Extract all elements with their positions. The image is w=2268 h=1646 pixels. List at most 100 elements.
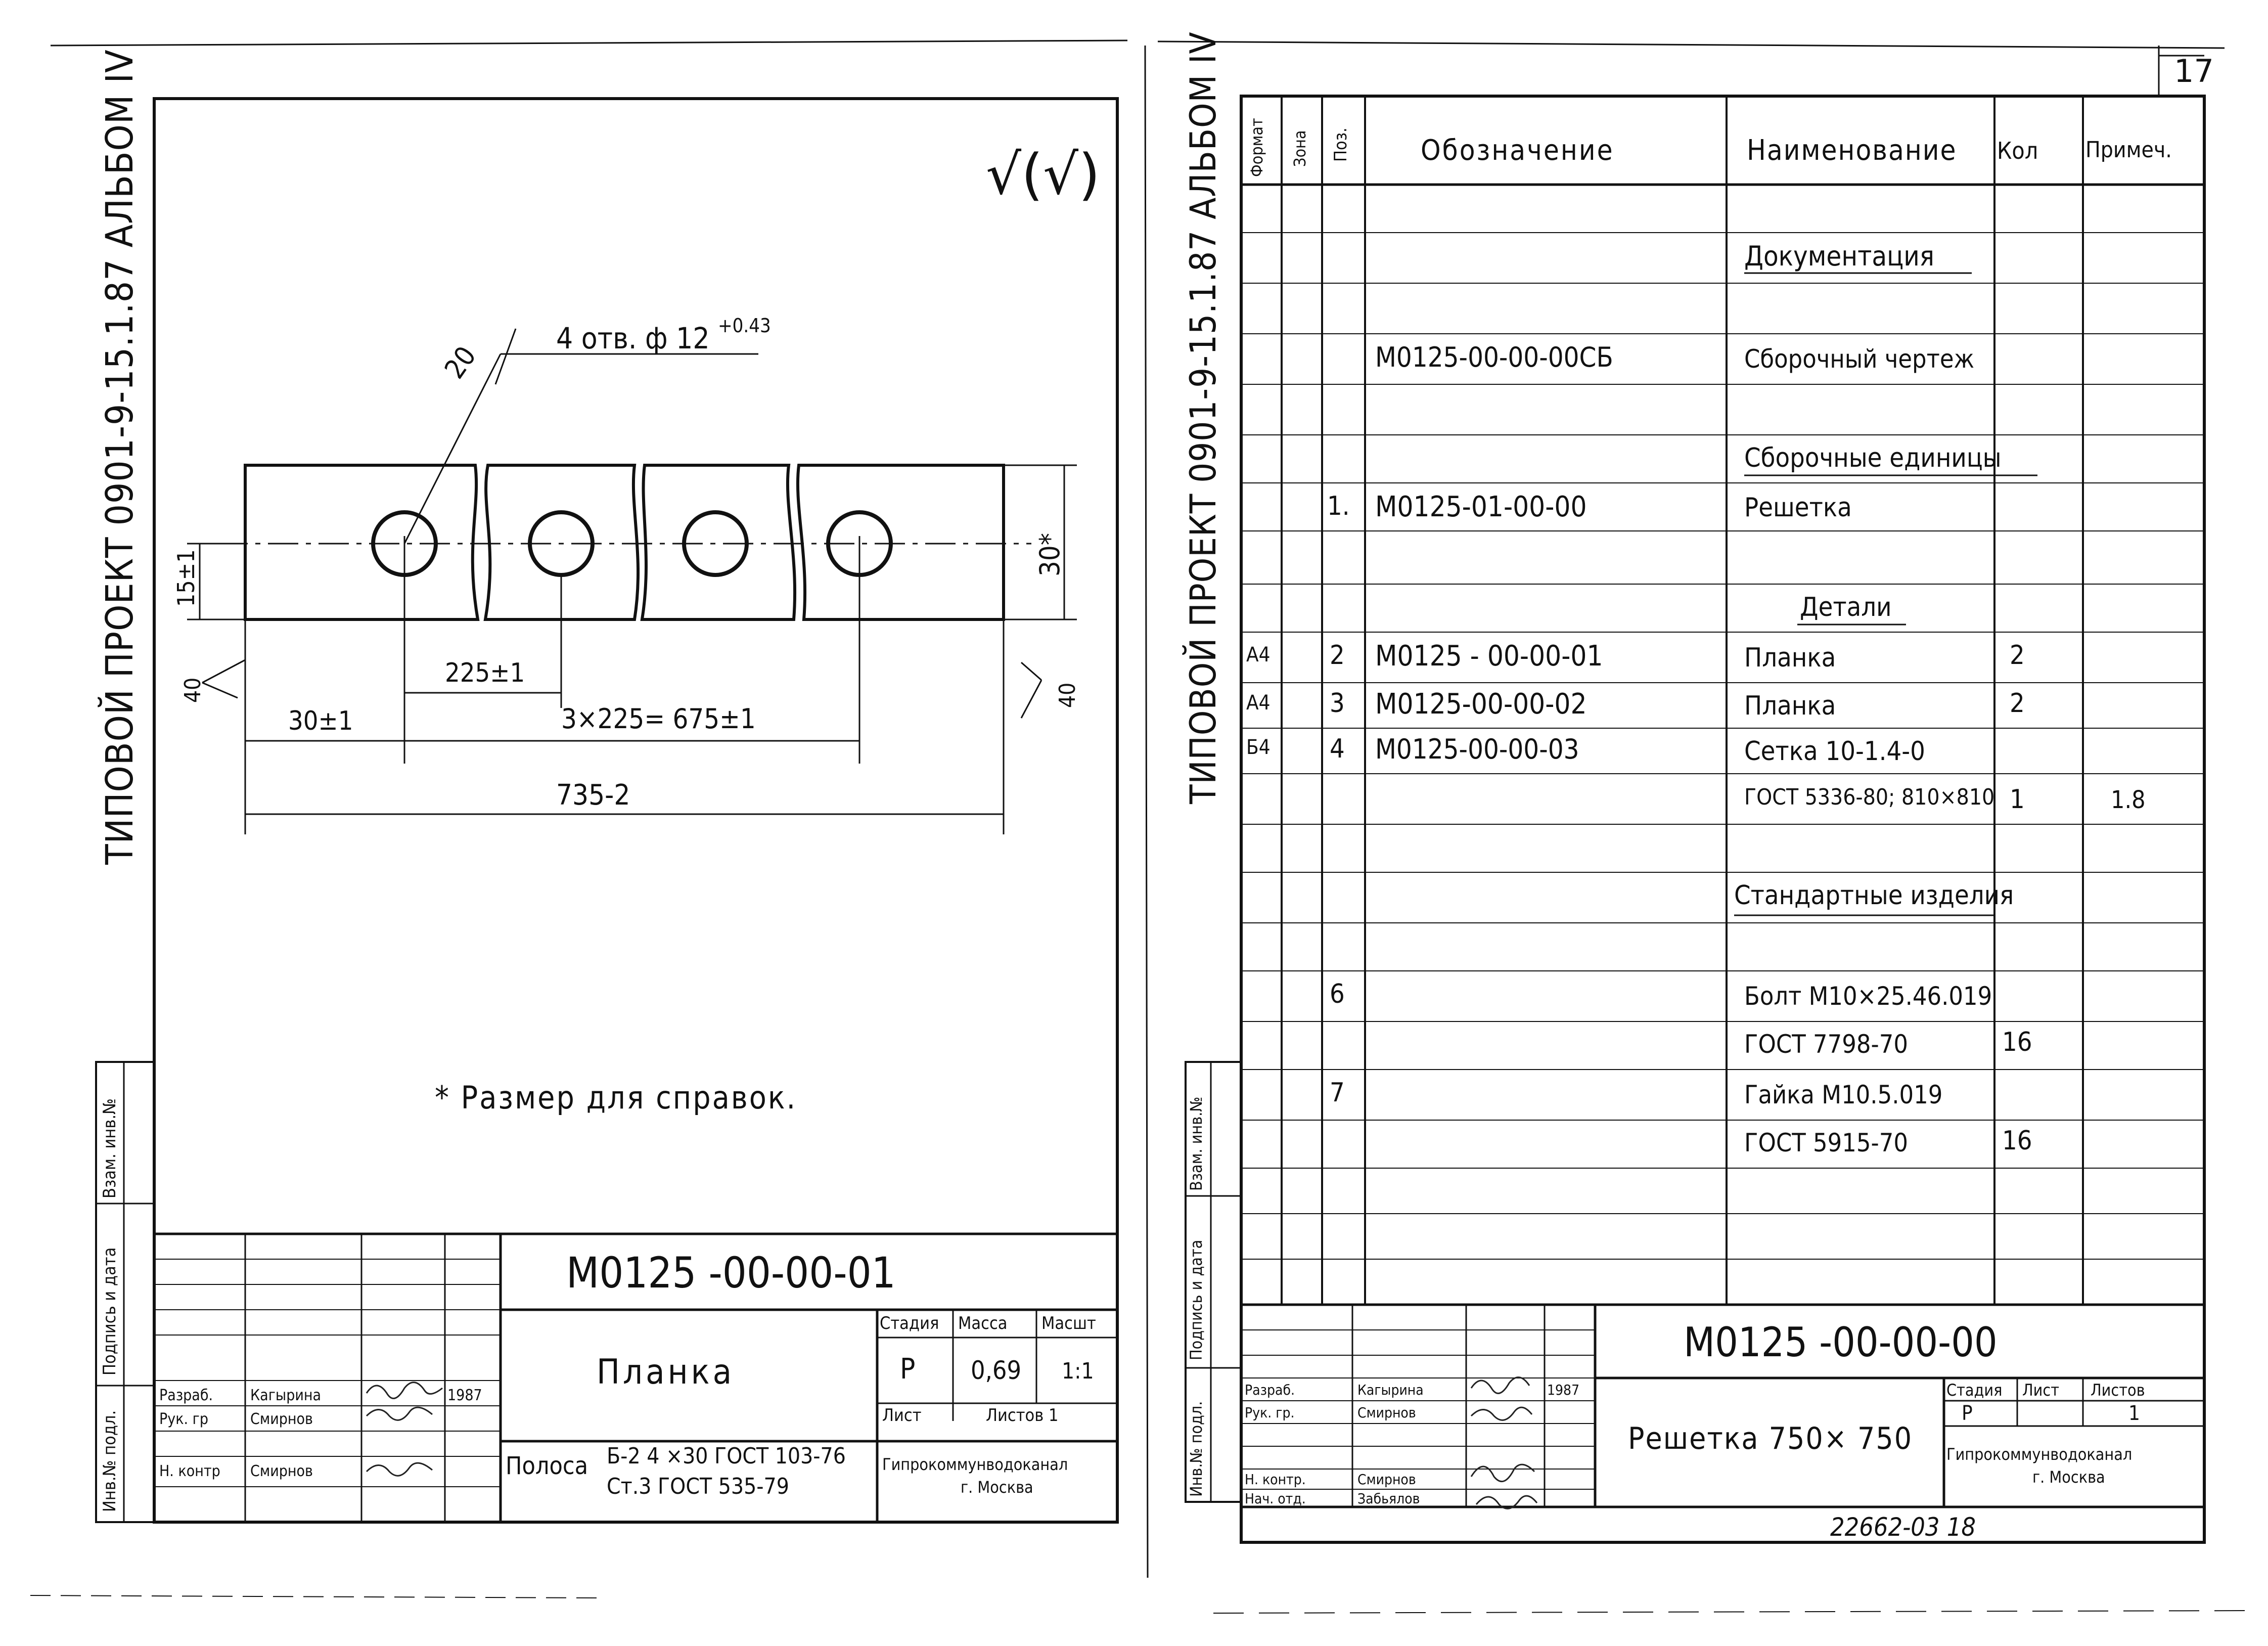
holes-dimension: 4 отв. ф 12 bbox=[556, 321, 710, 355]
spec-row-pos: 1. bbox=[1327, 491, 1350, 521]
spec-row-pos: 6 bbox=[1330, 979, 1345, 1009]
header-note: Примеч. bbox=[2085, 137, 2172, 163]
right-org-line1: Гипрокоммунводоканал bbox=[1946, 1445, 2133, 1464]
left-role-4: Н. контр bbox=[159, 1462, 220, 1480]
header-zone: Зона bbox=[1290, 130, 1309, 167]
page-number: 17 bbox=[2174, 53, 2214, 90]
right-year-1: 1987 bbox=[1547, 1382, 1580, 1398]
spec-section-standard: Стандартные изделия bbox=[1734, 880, 2014, 911]
left-material-label: Полоса bbox=[506, 1452, 588, 1480]
left-scale-label: Масшт bbox=[1041, 1313, 1096, 1333]
right-name-4: Смирнов bbox=[1357, 1471, 1416, 1488]
header-format: Формат bbox=[1247, 118, 1266, 177]
right-name-1: Кагырина bbox=[1357, 1382, 1424, 1398]
right-album-label: ТИПОВОЙ ПРОЕКТ 0901-9-15.1.87 АЛЬБОМ IV bbox=[1183, 31, 1224, 804]
left-name-1: Кагырина bbox=[250, 1387, 322, 1404]
chamfer-right: 40 bbox=[1055, 682, 1080, 708]
right-name-5: Забьялов bbox=[1357, 1490, 1420, 1507]
left-side-stamp-inv: Инв.№ подл. bbox=[100, 1410, 120, 1512]
left-role-2: Рук. гр bbox=[159, 1410, 209, 1428]
right-sheets-label: Листов bbox=[2091, 1381, 2145, 1400]
right-role-4: Н. контр. bbox=[1245, 1471, 1306, 1488]
span-dimension: 3×225= 675±1 bbox=[561, 703, 756, 735]
spec-row-qty: 1 bbox=[2010, 784, 2025, 815]
spec-row-format: А4 bbox=[1246, 643, 1271, 666]
right-sheet-label: Лист bbox=[2022, 1381, 2059, 1400]
spec-row-qty: 16 bbox=[2002, 1027, 2032, 1057]
right-role-5: Нач. отд. bbox=[1245, 1490, 1306, 1507]
left-sheets-label: Листов 1 bbox=[986, 1405, 1059, 1426]
spec-row-format: А4 bbox=[1246, 691, 1271, 715]
right-stage-value: Р bbox=[1962, 1402, 1973, 1425]
header-name: Наименование bbox=[1747, 134, 1957, 167]
spec-row-pos: 2 bbox=[1330, 640, 1345, 671]
spec-row-name: Планка bbox=[1744, 691, 1836, 721]
total-dimension: 735-2 bbox=[556, 779, 630, 812]
left-sheet-label: Лист bbox=[882, 1405, 922, 1426]
left-scale-value: 1:1 bbox=[1062, 1358, 1094, 1384]
left-year-1: 1987 bbox=[447, 1387, 482, 1404]
right-stage-label: Стадия bbox=[1946, 1381, 2003, 1400]
spec-row-designation: М0125-00-00-02 bbox=[1375, 688, 1587, 721]
left-material-line1: Б-2 4 ×30 ГОСТ 103-76 bbox=[607, 1443, 846, 1469]
spec-row-name: ГОСТ 5336-80; 810×810 bbox=[1744, 784, 1995, 810]
right-side-stamp-inv: Инв.№ подл. bbox=[1187, 1401, 1206, 1497]
right-sheets-value: 1 bbox=[2128, 1402, 2140, 1425]
bottom-archive-code: 22662-03 18 bbox=[1830, 1512, 1976, 1542]
left-stage-label: Стадия bbox=[880, 1313, 939, 1333]
right-side-stamp-sign: Подпись и дата bbox=[1187, 1239, 1206, 1360]
spec-section-assemblies: Сборочные единицы bbox=[1744, 443, 2002, 473]
left-org-line2: г. Москва bbox=[961, 1478, 1033, 1497]
left-mass-value: 0,69 bbox=[971, 1356, 1022, 1385]
holes-tolerance: +0.43 bbox=[718, 315, 771, 337]
spec-row-qty: 2 bbox=[2010, 688, 2025, 719]
left-roughness-symbol: √(√) bbox=[986, 142, 1101, 207]
first-dimension: 30±1 bbox=[288, 706, 353, 736]
left-org-line1: Гипрокоммунводоканал bbox=[882, 1455, 1068, 1474]
spec-row-name: Планка bbox=[1744, 643, 1836, 673]
spec-row-name: Сборочный чертеж bbox=[1744, 344, 1975, 374]
left-side-stamp-sign: Подпись и дата bbox=[100, 1247, 120, 1375]
width-dimension-30: 30* bbox=[1034, 532, 1066, 576]
spec-row-qty: 2 bbox=[2010, 640, 2025, 671]
left-name-2: Смирнов bbox=[250, 1410, 313, 1428]
spec-row-format: Б4 bbox=[1246, 736, 1271, 759]
spec-row-qty: 16 bbox=[2002, 1126, 2032, 1156]
spec-row-name: Гайка М10.5.019 bbox=[1744, 1080, 1943, 1109]
right-assembly-name: Решетка 750× 750 bbox=[1628, 1421, 1913, 1456]
left-name-4: Смирнов bbox=[250, 1462, 313, 1480]
spec-row-pos: 3 bbox=[1330, 688, 1345, 719]
left-side-stamp-vzam: Взам. инв.№ bbox=[100, 1098, 120, 1198]
chamfer-left: 40 bbox=[180, 677, 206, 703]
right-role-2: Рук. гр. bbox=[1245, 1404, 1295, 1421]
left-material-line2: Ст.3 ГОСТ 535-79 bbox=[607, 1474, 789, 1499]
spec-row-name: ГОСТ 7798-70 bbox=[1744, 1030, 1908, 1059]
left-role-1: Разраб. bbox=[159, 1387, 213, 1404]
spec-row-note: 1.8 bbox=[2111, 786, 2146, 814]
spec-row-designation: М0125-00-00-00СБ bbox=[1375, 341, 1613, 373]
pitch-dimension: 225±1 bbox=[445, 658, 525, 688]
spec-section-details: Детали bbox=[1800, 592, 1892, 622]
signature-marks bbox=[366, 1376, 1538, 1509]
left-mass-label: Масса bbox=[958, 1313, 1008, 1333]
right-name-2: Смирнов bbox=[1357, 1404, 1416, 1421]
left-stage-value: Р bbox=[900, 1353, 916, 1386]
spec-section-documentation: Документация bbox=[1744, 240, 1934, 272]
spec-row-designation: М0125-01-00-00 bbox=[1375, 491, 1587, 523]
right-role-1: Разраб. bbox=[1245, 1382, 1295, 1398]
header-pos: Поз. bbox=[1331, 127, 1351, 162]
header-qty: Кол bbox=[1997, 137, 2038, 164]
left-doc-code: М0125 -00-00-01 bbox=[566, 1248, 896, 1298]
right-doc-code: М0125 -00-00-00 bbox=[1684, 1319, 1998, 1366]
spec-row-name: Сетка 10-1.4-0 bbox=[1744, 736, 1925, 767]
spec-row-name: ГОСТ 5915-70 bbox=[1744, 1128, 1908, 1158]
right-org-line2: г. Москва bbox=[2032, 1467, 2105, 1487]
spec-row-name: Болт М10×25.46.019 bbox=[1744, 982, 1992, 1011]
header-designation: Обозначение bbox=[1421, 134, 1614, 167]
spec-row-pos: 7 bbox=[1330, 1078, 1345, 1108]
right-side-stamp-vzam: Взам. инв.№ bbox=[1187, 1096, 1206, 1191]
reference-note: * Размер для справок. bbox=[435, 1079, 797, 1116]
spec-row-name: Решетка bbox=[1744, 493, 1852, 523]
left-part-name: Планка bbox=[597, 1352, 735, 1392]
